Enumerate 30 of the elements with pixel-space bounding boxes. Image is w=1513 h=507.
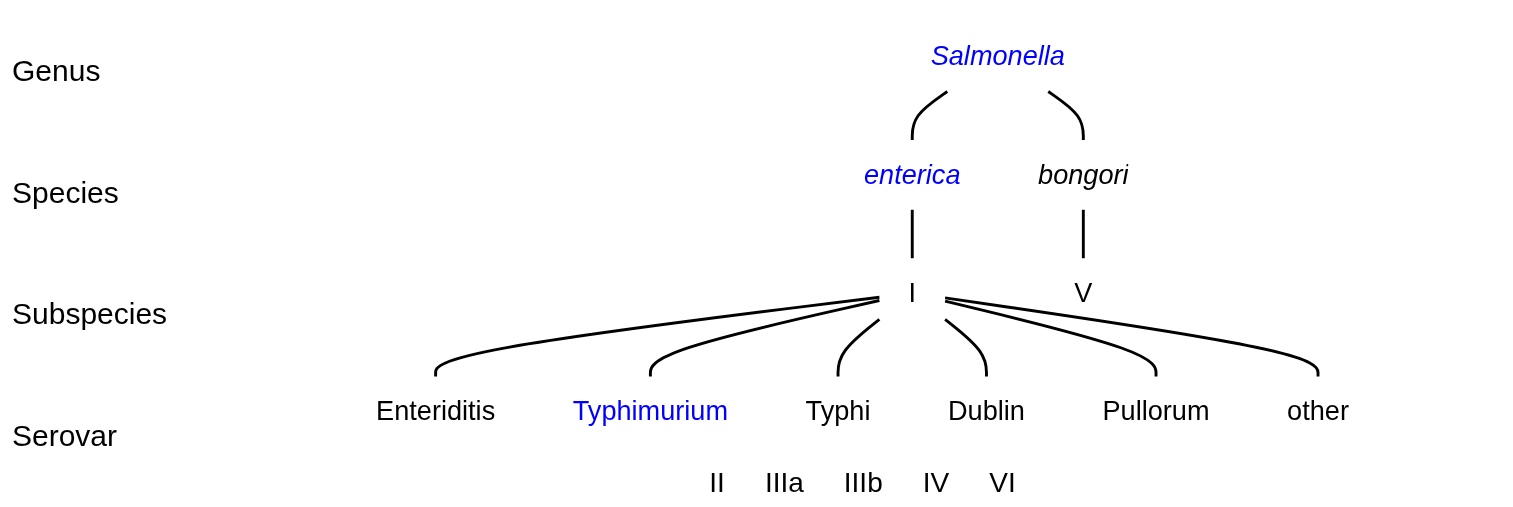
node-text: enterica	[863, 158, 961, 189]
rank-label: Species	[12, 175, 120, 210]
connector	[910, 89, 949, 140]
rank-label: Genus	[12, 53, 102, 88]
connector	[944, 317, 988, 376]
connector	[910, 209, 914, 258]
subspecies-label: IIIa	[764, 467, 804, 499]
connector	[1081, 209, 1085, 258]
subspecies-label: IV	[922, 467, 950, 499]
rank-label: Subspecies	[12, 297, 169, 332]
connector	[648, 298, 880, 376]
node-text: V	[1074, 277, 1093, 308]
node-text: Salmonella	[930, 40, 1065, 71]
node-text: Typhi	[805, 395, 871, 426]
connector	[434, 295, 880, 376]
node-text: Typhimurium	[572, 395, 729, 426]
connector	[944, 295, 1320, 376]
node-text: bongori	[1038, 158, 1129, 189]
connector	[836, 317, 881, 376]
node-text: I	[908, 277, 917, 308]
node-text: Pullorum	[1102, 395, 1210, 426]
connector	[1047, 89, 1085, 140]
node-text: Dublin	[948, 395, 1025, 426]
node-text: Enteriditis	[376, 395, 496, 426]
connector	[944, 299, 1158, 376]
rank-label: Serovar	[12, 419, 119, 454]
subspecies-label: IIIb	[843, 467, 883, 499]
subspecies-label: II	[709, 467, 725, 499]
subspecies-label: VI	[989, 467, 1016, 499]
node-text: other	[1287, 395, 1349, 426]
